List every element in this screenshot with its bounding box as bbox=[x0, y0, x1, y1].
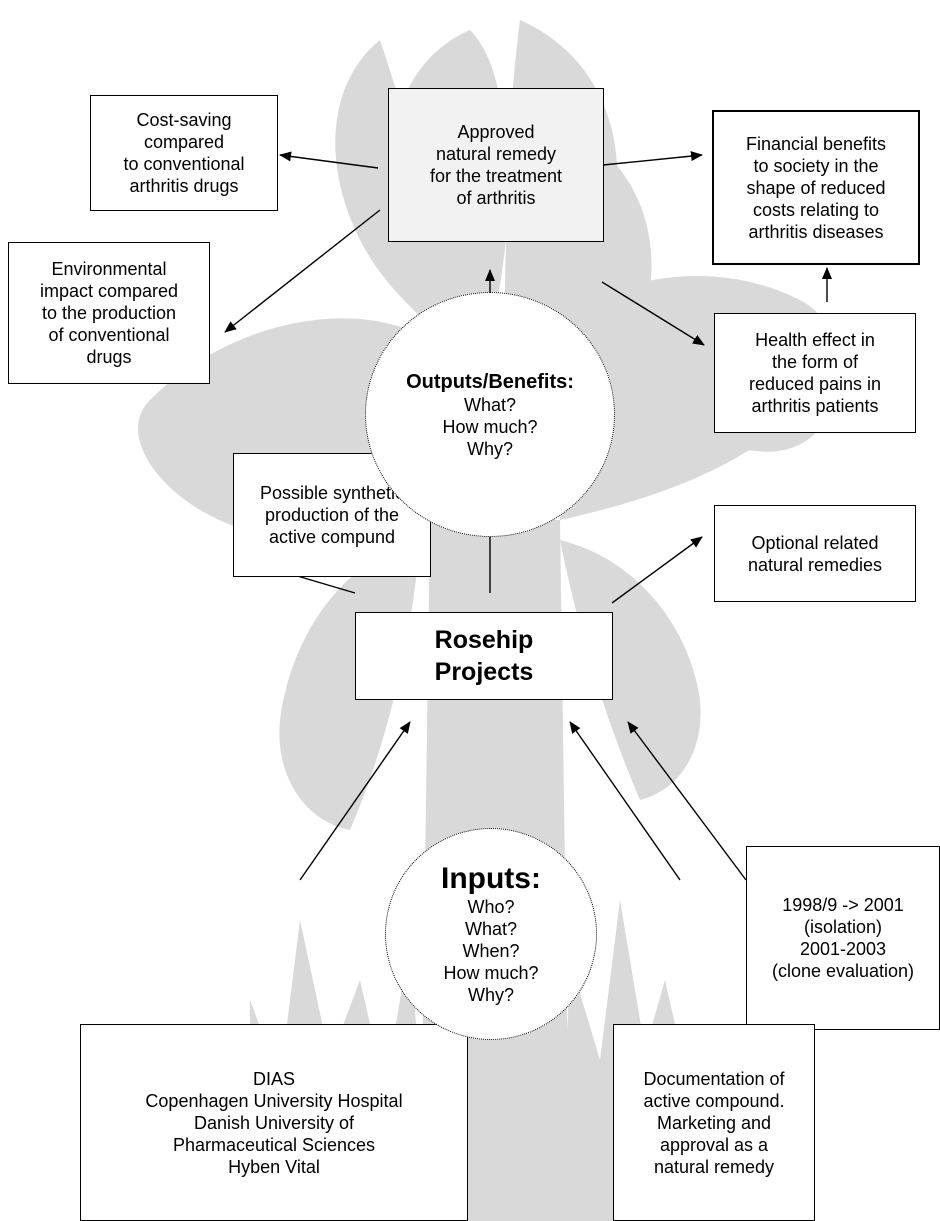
approved-remedy-box: Approved natural remedy for the treatmen… bbox=[388, 88, 604, 242]
arrow-approved-to-financial bbox=[602, 151, 703, 166]
cost-saving-box: Cost-saving compared to conventional art… bbox=[90, 95, 278, 211]
partners-box: DIAS Copenhagen University Hospital Dani… bbox=[80, 1024, 468, 1221]
rosehip-projects-box: Rosehip Projects bbox=[355, 612, 613, 700]
arrow-partners-to-rosehip bbox=[299, 721, 411, 881]
arrow-rosehip-to-optional bbox=[611, 536, 703, 604]
inputs-questions: Who? What? When? How much? Why? bbox=[443, 897, 539, 1005]
arrow-approved-to-health bbox=[601, 281, 705, 346]
environmental-impact-box: Environmental impact compared to the pro… bbox=[8, 242, 210, 384]
financial-benefits-box: Financial benefits to society in the sha… bbox=[712, 110, 920, 265]
health-effect-box: Health effect in the form of reduced pai… bbox=[714, 313, 916, 433]
timeline-box: 1998/9 -> 2001 (isolation) 2001-2003 (cl… bbox=[746, 846, 940, 1030]
inputs-circle: Inputs: Who? What? When? How much? Why? bbox=[385, 828, 597, 1040]
documentation-box: Documentation of active compound. Market… bbox=[613, 1024, 815, 1221]
arrow-documentation-to-rosehip bbox=[569, 721, 681, 881]
outputs-benefits-circle: Outputs/Benefits: What? How much? Why? bbox=[365, 292, 615, 537]
outputs-benefits-title: Outputs/Benefits: bbox=[406, 370, 574, 393]
arrow-timeline-to-rosehip bbox=[627, 721, 747, 881]
optional-remedies-box: Optional related natural remedies bbox=[714, 505, 916, 602]
arrow-approved-to-environmental bbox=[224, 209, 381, 333]
inputs-title: Inputs: bbox=[441, 862, 541, 895]
arrow-approved-to-cost-saving bbox=[279, 151, 379, 169]
outputs-benefits-questions: What? How much? Why? bbox=[442, 394, 538, 459]
